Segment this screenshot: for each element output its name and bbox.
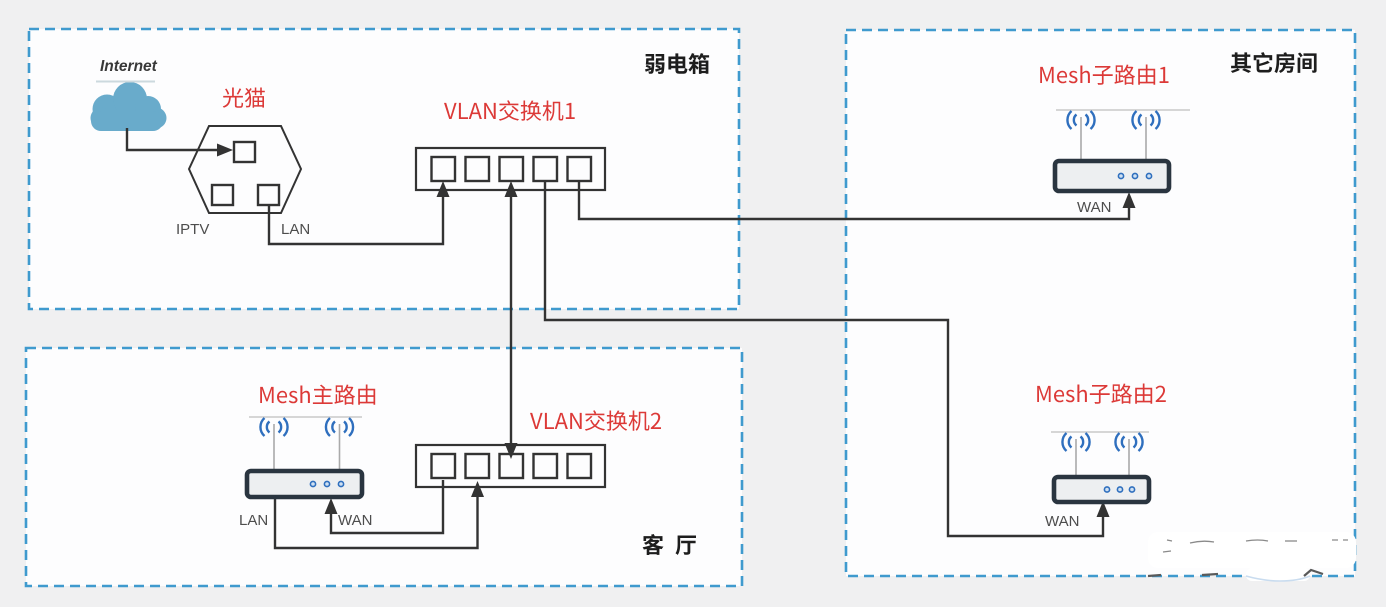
svg-text:IPTV: IPTV [176,221,209,238]
svg-text:WAN: WAN [338,512,372,529]
svg-text:LAN: LAN [239,512,268,529]
svg-text:WAN: WAN [1045,513,1079,530]
svg-text:LAN: LAN [281,221,310,238]
svg-text:WAN: WAN [1077,199,1111,216]
svg-text:Internet: Internet [100,58,158,75]
